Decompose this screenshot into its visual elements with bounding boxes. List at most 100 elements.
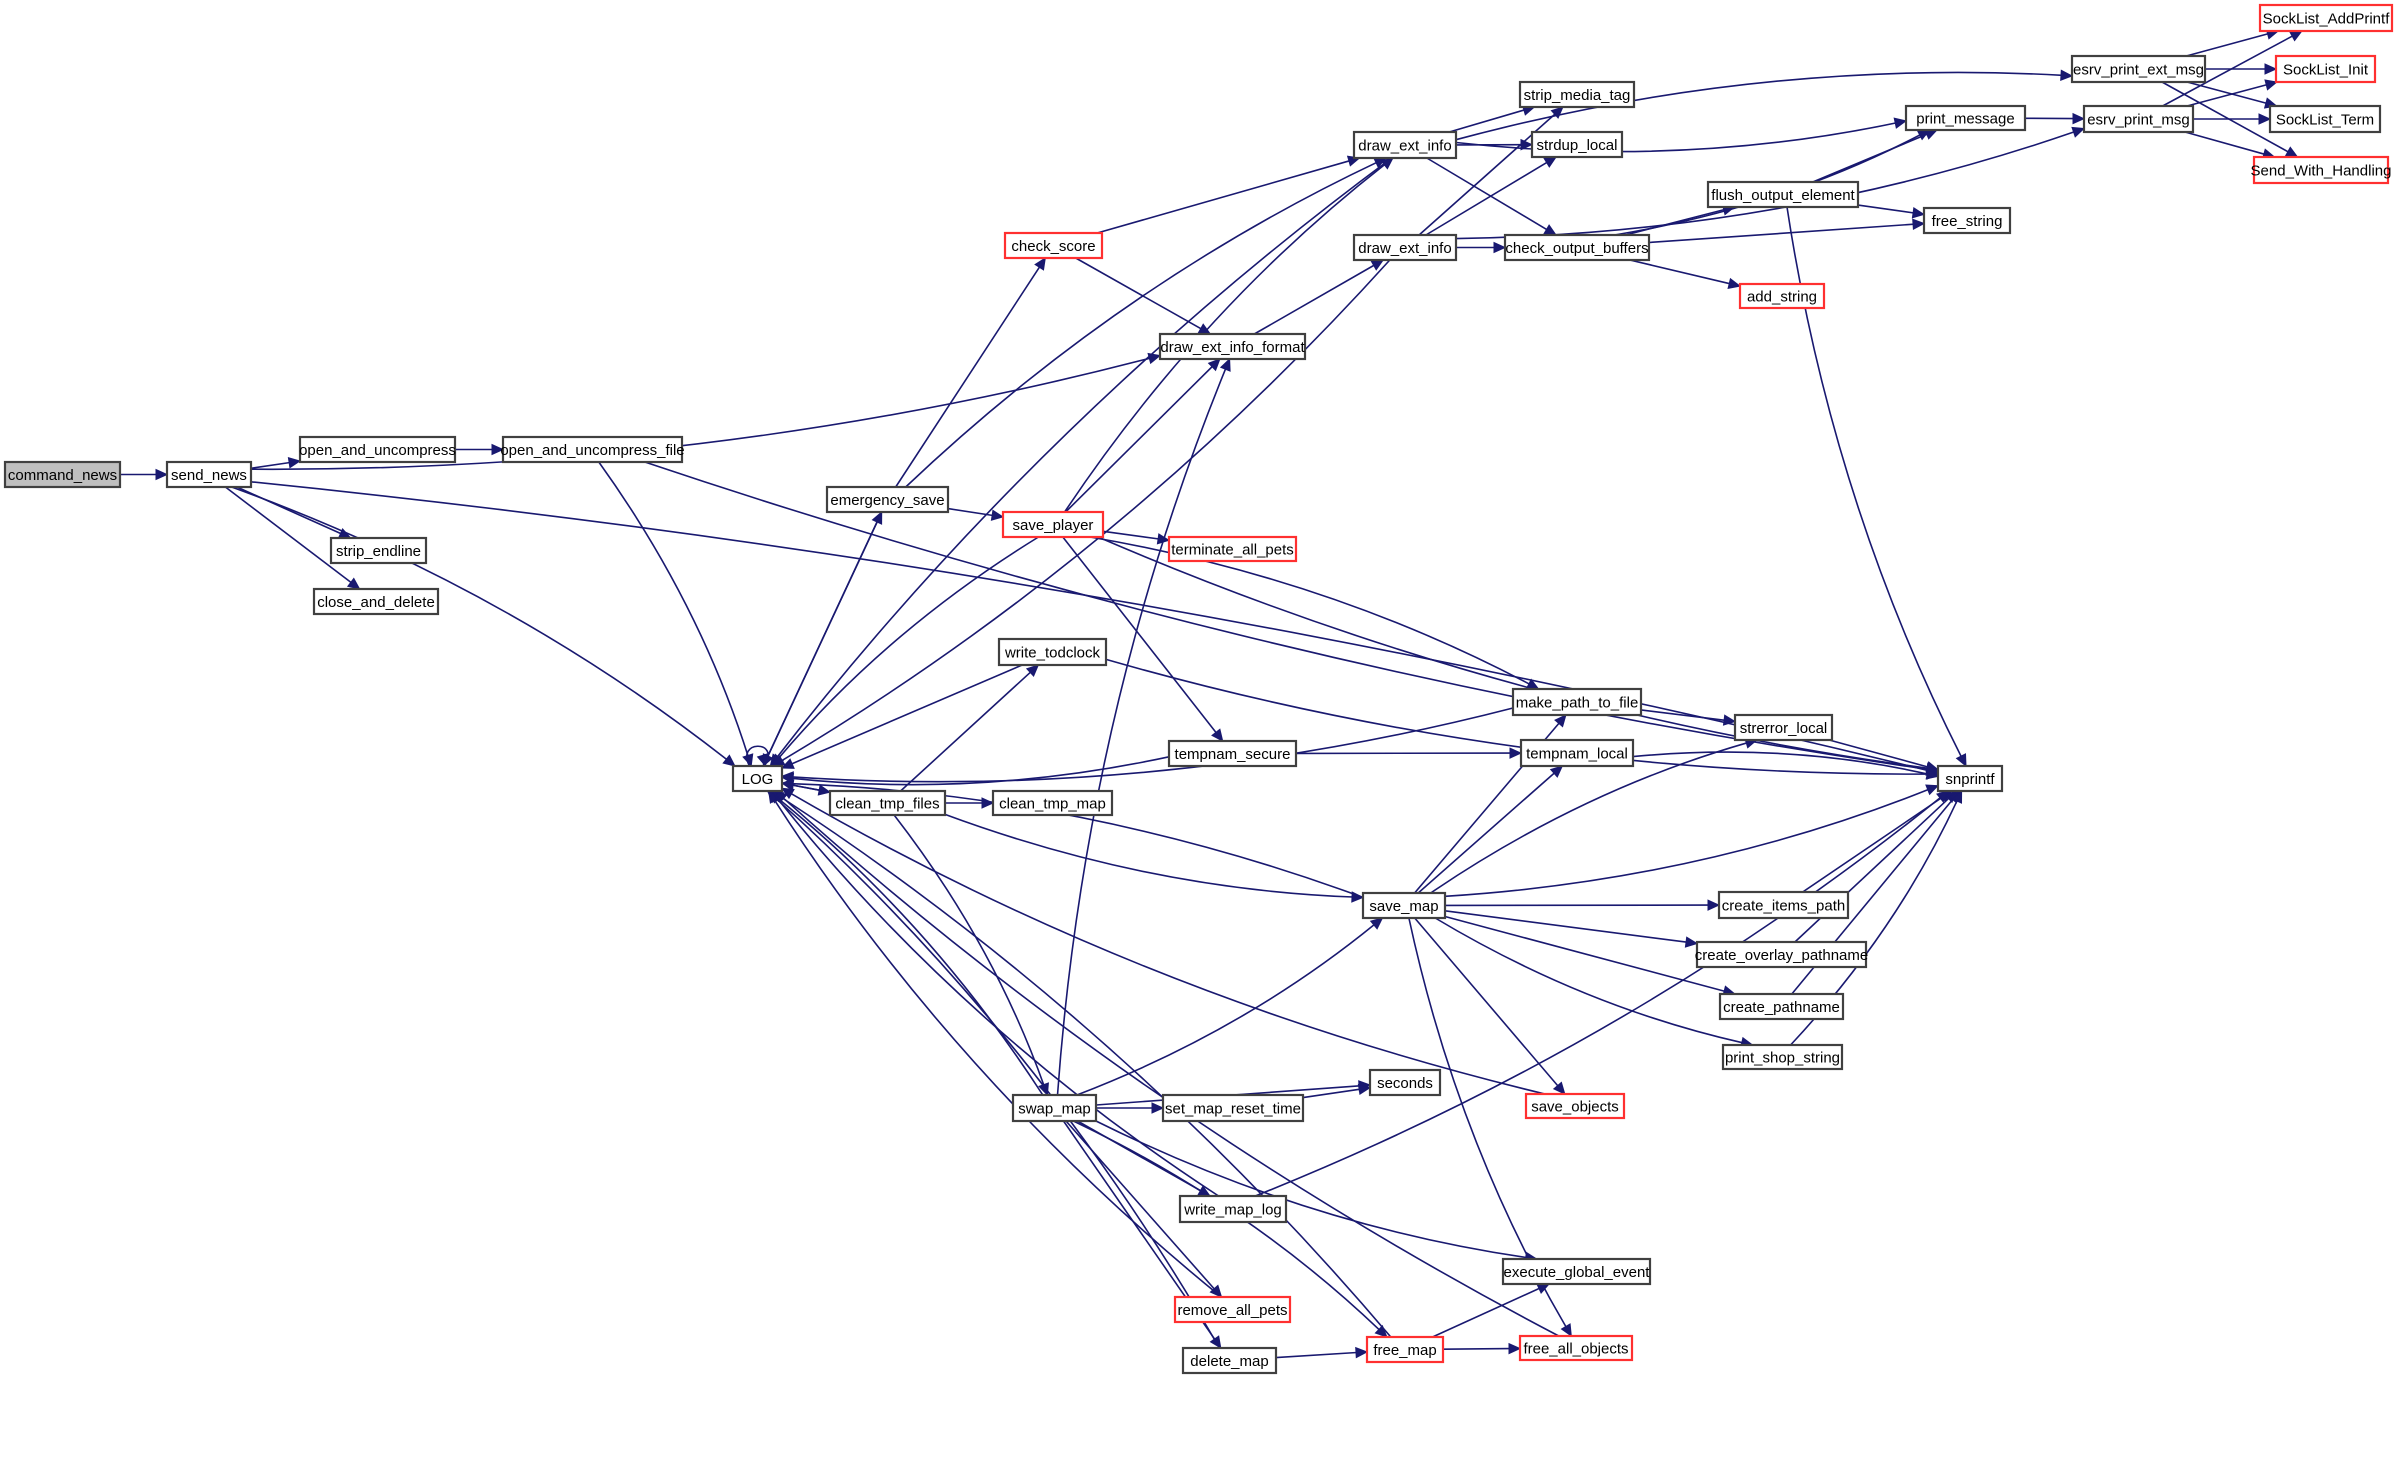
arrowhead-icon	[1147, 352, 1162, 365]
arrowhead-icon	[155, 468, 169, 481]
node-send_news[interactable]: send_news	[165, 460, 253, 489]
edge-save_map-to-snprintf	[1444, 784, 1940, 898]
edge-send_news-to-open_and_uncompress	[250, 457, 302, 470]
arrowhead-icon	[1925, 784, 1940, 796]
node-strip_media_tag[interactable]: strip_media_tag	[1518, 80, 1636, 109]
node-clean_tmp_files[interactable]: clean_tmp_files	[828, 789, 947, 817]
node-check_score[interactable]: check_score	[1003, 231, 1104, 260]
node-strerror_local[interactable]: strerror_local	[1733, 713, 1834, 742]
edge-line	[1063, 163, 1386, 513]
node-label: create_items_path	[1722, 898, 1845, 915]
edge-line	[250, 481, 1929, 772]
arrowhead-icon	[1684, 936, 1699, 948]
node-clean_tmp_map[interactable]: clean_tmp_map	[991, 789, 1114, 817]
edge-save_map-to-create_pathname	[1444, 915, 1736, 997]
edge-set_map_reset_time-to-seconds	[1302, 1083, 1372, 1099]
node-label: draw_ext_info	[1358, 138, 1451, 155]
node-label: draw_ext_info_format	[1160, 339, 1305, 356]
node-command_news[interactable]: command_news	[3, 460, 122, 489]
node-execute_global_event[interactable]: execute_global_event	[1501, 1257, 1652, 1286]
edge-swap_map-to-set_map_reset_time	[1096, 1102, 1165, 1114]
node-box	[1003, 231, 1104, 260]
node-seconds[interactable]: seconds	[1368, 1068, 1442, 1097]
edge-line	[1857, 204, 1915, 214]
node-close_and_delete[interactable]: close_and_delete	[312, 587, 440, 616]
node-draw_ext_info_format[interactable]: draw_ext_info_format	[1158, 332, 1307, 361]
edge-make_path_to_file-to-strerror_local	[1640, 709, 1737, 726]
node-Send_With_Handling[interactable]: Send_With_Handling	[2251, 155, 2392, 185]
edge-line	[790, 664, 1023, 765]
node-save_player[interactable]: save_player	[1001, 510, 1105, 539]
arrowhead-icon	[780, 777, 794, 790]
edge-clean_tmp_files-to-write_todclock	[900, 664, 1040, 792]
node-save_objects[interactable]: save_objects	[1524, 1092, 1626, 1120]
node-write_map_log[interactable]: write_map_log	[1178, 1194, 1288, 1224]
node-snprintf[interactable]: snprintf	[1936, 764, 2004, 793]
edge-print_message-to-esrv_print_msg	[2024, 112, 2086, 125]
edge-esrv_print_ext_msg-to-SockList_Init	[2205, 63, 2278, 75]
node-free_all_objects[interactable]: free_all_objects	[1518, 1334, 1634, 1362]
node-SockList_AddPrintf[interactable]: SockList_AddPrintf	[2258, 3, 2394, 33]
node-terminate_all_pets[interactable]: terminate_all_pets	[1167, 535, 1298, 563]
node-box	[1530, 130, 1624, 159]
edge-line	[790, 792, 1546, 1095]
node-create_pathname[interactable]: create_pathname	[1718, 992, 1845, 1021]
edge-free_map-to-LOG	[770, 790, 1392, 1338]
node-label: LOG	[742, 771, 774, 788]
node-tempnam_secure[interactable]: tempnam_secure	[1167, 739, 1298, 768]
node-SockList_Init[interactable]: SockList_Init	[2274, 54, 2377, 84]
edge-save_player-to-tempnam_secure	[1062, 536, 1224, 742]
arrowhead-icon	[1936, 790, 1950, 803]
node-LOG[interactable]: LOG	[731, 764, 784, 793]
node-SockList_Term[interactable]: SockList_Term	[2268, 104, 2382, 134]
node-open_and_uncompress_file[interactable]: open_and_uncompress_file	[500, 435, 685, 464]
node-check_output_buffers[interactable]: check_output_buffers	[1503, 233, 1651, 262]
node-swap_map[interactable]: swap_map	[1011, 1093, 1098, 1123]
edge-line	[776, 796, 1044, 1096]
node-flush_output_element[interactable]: flush_output_element	[1706, 180, 1860, 209]
node-save_map[interactable]: save_map	[1361, 891, 1447, 920]
node-create_items_path[interactable]: create_items_path	[1717, 890, 1850, 920]
edge-delete_map-to-LOG	[766, 790, 1221, 1349]
node-label: SockList_AddPrintf	[2263, 11, 2391, 28]
edge-line	[791, 756, 1170, 786]
edge-save_player-to-LOG	[771, 536, 1039, 767]
node-remove_all_pets[interactable]: remove_all_pets	[1173, 1295, 1292, 1324]
node-strdup_local[interactable]: strdup_local	[1530, 130, 1624, 159]
edge-emergency_save-to-check_score	[895, 256, 1046, 488]
node-free_string[interactable]: free_string	[1922, 206, 2012, 235]
node-print_shop_string[interactable]: print_shop_string	[1721, 1043, 1844, 1071]
node-label: check_output_buffers	[1505, 240, 1648, 257]
arrowhead-icon	[1151, 1102, 1165, 1114]
edge-line	[2162, 34, 2294, 107]
node-label: set_map_reset_time	[1165, 1101, 1301, 1118]
node-label: save_player	[1013, 517, 1094, 534]
edge-line	[1629, 259, 1731, 285]
node-esrv_print_ext_msg[interactable]: esrv_print_ext_msg	[2070, 54, 2207, 84]
node-set_map_reset_time[interactable]: set_map_reset_time	[1161, 1093, 1305, 1123]
node-draw_ext_info_b[interactable]: draw_ext_info	[1352, 233, 1458, 262]
node-label: make_path_to_file	[1516, 695, 1639, 712]
edge-line	[893, 814, 1045, 1086]
arrowhead-icon	[1552, 1081, 1566, 1095]
edge-line	[598, 461, 749, 757]
node-emergency_save[interactable]: emergency_save	[825, 485, 950, 514]
node-label: swap_map	[1018, 1101, 1091, 1118]
node-strip_endline[interactable]: strip_endline	[329, 536, 428, 565]
node-create_overlay_pathname[interactable]: create_overlay_pathname	[1695, 940, 1868, 969]
node-box	[312, 587, 440, 616]
node-write_todclock[interactable]: write_todclock	[997, 637, 1108, 667]
node-delete_map[interactable]: delete_map	[1181, 1346, 1278, 1375]
edge-line	[791, 707, 1514, 783]
node-open_and_uncompress[interactable]: open_and_uncompress	[298, 435, 457, 464]
node-print_message[interactable]: print_message	[1904, 104, 2027, 132]
node-make_path_to_file[interactable]: make_path_to_file	[1511, 687, 1643, 717]
node-add_string[interactable]: add_string	[1738, 282, 1826, 310]
node-esrv_print_msg[interactable]: esrv_print_msg	[2082, 104, 2195, 134]
node-tempnam_local[interactable]: tempnam_local	[1519, 738, 1635, 768]
node-free_map[interactable]: free_map	[1365, 1335, 1445, 1364]
node-draw_ext_info_a[interactable]: draw_ext_info	[1352, 130, 1458, 160]
arrowhead-icon	[1374, 1324, 1388, 1338]
arrowhead-icon	[1925, 761, 1940, 773]
node-label: close_and_delete	[317, 594, 435, 611]
